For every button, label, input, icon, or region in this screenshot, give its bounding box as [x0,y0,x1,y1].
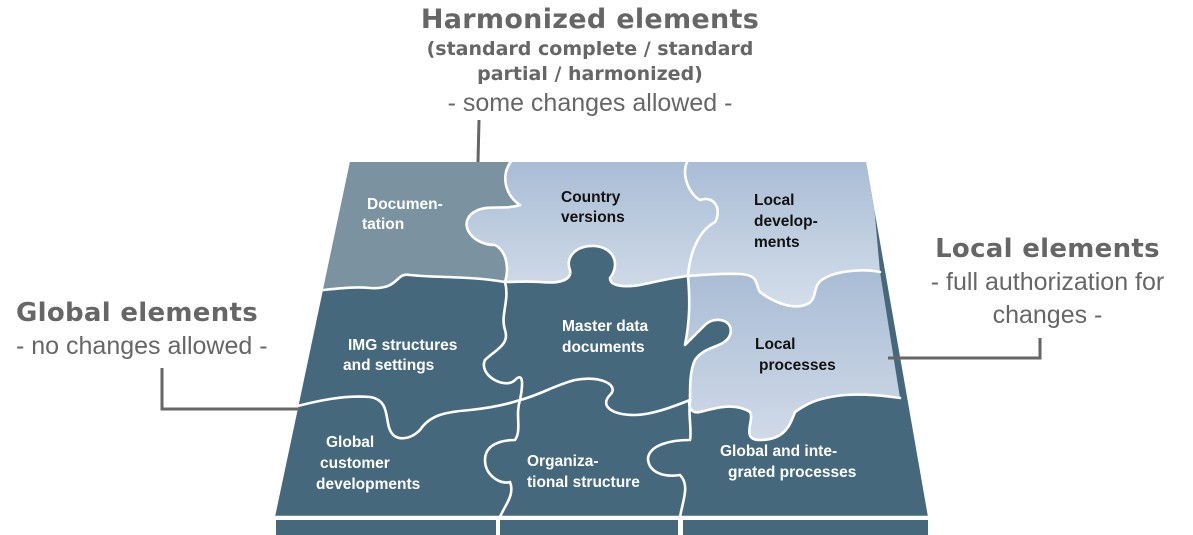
local-description-1: - full authorization for [930,268,1165,296]
global-title: Global elements [16,298,259,328]
harmonized-description: - some changes allowed - [447,89,733,117]
harmonized-title: Harmonized elements [420,4,760,35]
piece-documentation [320,162,520,292]
harmonized-subtitle-2: partial / harmonized) [477,63,703,85]
connector-lines [160,119,1042,411]
callout-harmonized: Harmonized elements (standard complete /… [380,3,800,119]
base-strip-left [276,520,496,535]
local-description-2: changes - [992,301,1103,329]
connector-global [160,368,300,411]
piece-country-versions [466,162,880,307]
label-img-structures: IMG structures and settings [343,337,462,374]
callout-global: Global elements - no changes allowed - [16,296,316,362]
harmonized-subtitle-1: (standard complete / standard [426,38,754,60]
label-global-customer-developments: Global customer developments [316,434,420,493]
label-local-processes: Local processes [755,336,836,374]
label-master-data: Master data documents [562,318,652,356]
piece-local-processes [685,270,900,440]
connector-harmonized [476,119,481,163]
puzzle-seams [275,162,928,517]
label-documentation: Documen- tation [362,196,447,233]
base-strip-middle [500,520,678,535]
global-description: - no changes allowed - [16,332,268,360]
base-strip-right [683,520,928,535]
label-global-integrated-processes: Global and inte- grated processes [720,443,856,481]
local-title: Local elements [935,234,1160,264]
connector-local [888,338,1042,360]
callout-local: Local elements - full authorization for … [905,232,1190,332]
label-organizational-structure: Organiza- tional structure [527,453,640,491]
label-country-versions: Country versions [561,189,625,226]
label-local-developments: Local develop- ments [754,192,822,251]
